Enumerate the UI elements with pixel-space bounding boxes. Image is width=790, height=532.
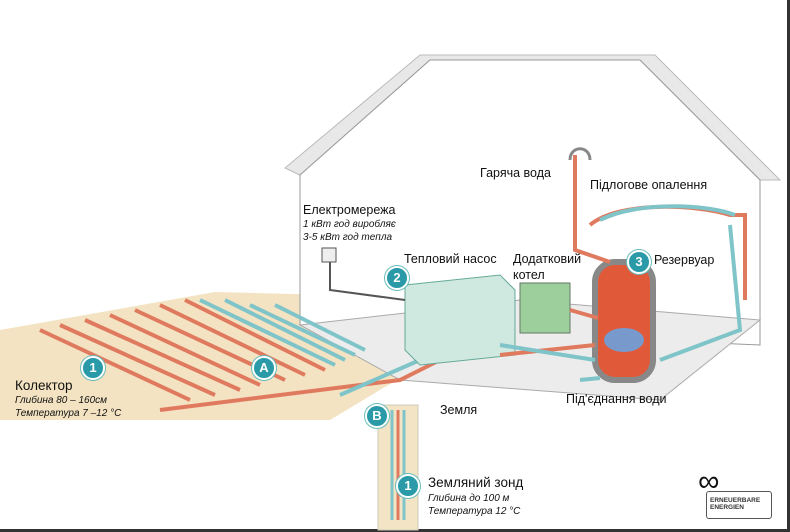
water-connection-label: Під'єднання води [566, 392, 667, 406]
heat-pump-unit [404, 274, 516, 366]
probe-label: Земляний зонд [428, 475, 524, 490]
grid-line1: 1 кВт год виробляє [303, 219, 396, 230]
heat-pump-label: Тепловий насос [404, 252, 497, 266]
badge-collector: 1 [81, 356, 105, 380]
ground-label: Земля [440, 403, 478, 417]
collector-line1: Глибина 80 – 160см [15, 395, 108, 406]
collector-pipes [39, 298, 441, 412]
reservoir-tank [592, 259, 656, 383]
power-socket [321, 247, 337, 263]
hot-water-label: Гаряча вода [480, 166, 551, 180]
floor-heating-label: Підлогове опалення [590, 178, 708, 192]
tap-icon [568, 147, 592, 161]
badge-a: A [252, 356, 276, 380]
badge-probe: 1 [396, 474, 420, 498]
probe-line1: Глибина до 100 м [428, 493, 510, 504]
additional-boiler [519, 282, 571, 334]
boiler-label-1: Додатковий [513, 252, 582, 266]
probe-line2: Температура 12 °C [428, 506, 521, 517]
badge-b: B [365, 404, 389, 428]
grid-label: Електромережа [303, 203, 396, 217]
collector-line2: Температура 7 –12 °C [15, 408, 122, 419]
collector-label: Колектор [15, 378, 73, 393]
reservoir-label: Резервуар [654, 253, 715, 267]
house-pipes [329, 155, 747, 382]
badge-heat-pump: 2 [385, 266, 409, 290]
grid-line2: 3-5 кВт год тепла [303, 232, 393, 243]
infinity-icon: ∞ [698, 465, 720, 498]
logo-box [706, 491, 772, 519]
badge-reservoir: 3 [627, 250, 651, 274]
boiler-label-2: котел [513, 268, 545, 282]
